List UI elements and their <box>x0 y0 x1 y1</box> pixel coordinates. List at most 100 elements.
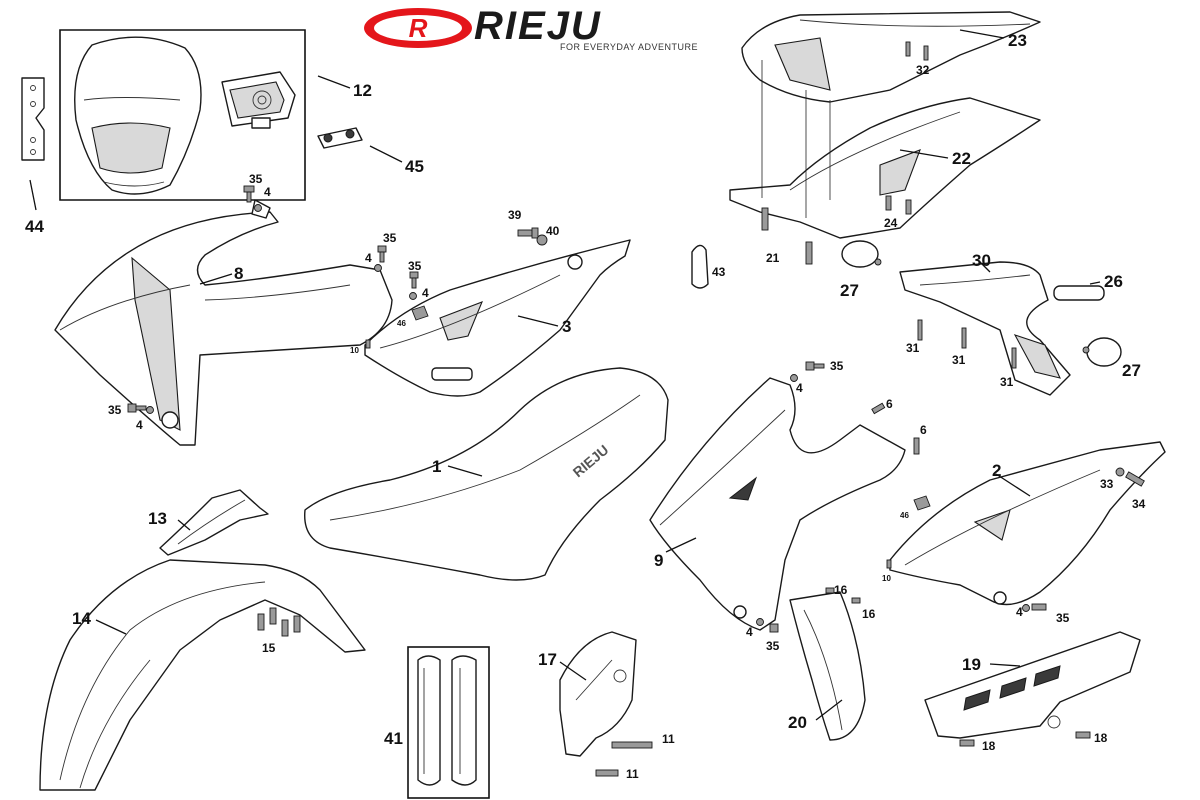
bolt-35-e <box>805 361 825 371</box>
label-4d: 4 <box>422 286 429 300</box>
label-39: 39 <box>508 208 522 222</box>
label-18a: 18 <box>982 739 996 753</box>
part-chain-slider-20 <box>789 591 866 741</box>
screw-31a <box>917 319 923 341</box>
label-46a: 46 <box>397 319 406 328</box>
screw-6b <box>913 437 920 455</box>
part-side-panel-3 <box>364 239 631 397</box>
part-side-panel-2 <box>889 441 1166 606</box>
label-6b: 6 <box>920 423 927 437</box>
label-21: 21 <box>766 251 780 265</box>
label-35f: 35 <box>766 639 780 653</box>
part-side-cover-9 <box>649 377 906 631</box>
screw-24a <box>885 195 892 211</box>
label-31a: 31 <box>906 341 920 355</box>
label-27b: 27 <box>1122 361 1141 380</box>
label-14: 14 <box>72 609 91 628</box>
label-15: 15 <box>262 641 276 655</box>
label-4c: 4 <box>365 251 372 265</box>
bolt-35-a <box>243 185 255 203</box>
headlight-unit <box>221 71 296 129</box>
clip-46-a <box>411 305 429 321</box>
label-13: 13 <box>148 509 167 528</box>
label-35g: 35 <box>1056 611 1070 625</box>
label-17: 17 <box>538 650 557 669</box>
label-10a: 10 <box>350 346 359 355</box>
label-41: 41 <box>384 729 403 748</box>
label-22: 22 <box>952 149 971 168</box>
label-31b: 31 <box>952 353 966 367</box>
label-1: 1 <box>432 457 441 476</box>
label-32: 32 <box>916 63 930 77</box>
bolt-35-b <box>127 403 147 413</box>
label-46b: 46 <box>900 511 909 520</box>
part-bracket-44 <box>21 77 45 161</box>
label-35a: 35 <box>249 172 263 186</box>
label-35e: 35 <box>830 359 844 373</box>
license-light-26 <box>1053 285 1105 301</box>
part-front-fender-14 <box>39 559 366 791</box>
washer-4-b <box>146 406 154 414</box>
label-18b: 18 <box>1094 731 1108 745</box>
label-16a: 16 <box>834 583 848 597</box>
label-4f: 4 <box>746 625 753 639</box>
label-35c: 35 <box>383 231 397 245</box>
bolt-18b <box>1075 731 1091 739</box>
part-chain-guard-19 <box>924 631 1141 739</box>
bolt-35-d <box>409 271 419 289</box>
label-43: 43 <box>712 265 726 279</box>
part-bracket-13 <box>159 489 269 556</box>
screw-6a <box>871 402 886 415</box>
part-sprocket-guard-17 <box>559 631 637 757</box>
screw-31b <box>961 327 967 349</box>
label-26: 26 <box>1104 272 1123 291</box>
bolt-11a <box>611 741 653 749</box>
label-19: 19 <box>962 655 981 674</box>
inset-frame <box>59 29 306 201</box>
label-40: 40 <box>546 224 560 238</box>
fork-guard-frame <box>407 646 490 799</box>
brand-tagline: FOR EVERYDAY ADVENTURE <box>560 42 699 52</box>
clip-46-b <box>913 495 931 511</box>
label-2: 2 <box>992 461 1001 480</box>
label-4a: 4 <box>264 185 271 199</box>
label-3: 3 <box>562 317 571 336</box>
bolt-35-f <box>769 623 779 633</box>
screw-31c <box>1011 347 1017 369</box>
brand-emblem-icon: R <box>364 8 472 48</box>
label-8: 8 <box>234 264 243 283</box>
bolt-11b <box>595 769 619 777</box>
label-4b: 4 <box>136 418 143 432</box>
bolt-39 <box>517 227 539 239</box>
reflector-27-b <box>1082 337 1122 367</box>
part-rear-fender-23 <box>741 11 1041 103</box>
grommet-40 <box>536 234 548 246</box>
label-30: 30 <box>972 251 991 270</box>
part-plate-holder-30 <box>899 261 1071 396</box>
brand-wordmark: RIEJU <box>474 4 602 48</box>
label-24: 24 <box>884 216 898 230</box>
label-4g: 4 <box>1016 605 1023 619</box>
label-35b: 35 <box>108 403 122 417</box>
bolt-21b <box>805 241 813 265</box>
screw-24b <box>905 199 912 215</box>
label-23: 23 <box>1008 31 1027 50</box>
label-9: 9 <box>654 551 663 570</box>
screw-10-b <box>886 559 892 569</box>
bolts-15 <box>257 607 301 637</box>
washer-4-a <box>254 204 262 212</box>
label-6a: 6 <box>886 397 893 411</box>
part-tail-22 <box>729 97 1041 239</box>
label-34: 34 <box>1132 497 1146 511</box>
label-11b: 11 <box>626 767 639 781</box>
label-31c: 31 <box>1000 375 1014 389</box>
bolt-21a <box>761 207 769 231</box>
screw-16a <box>825 587 835 594</box>
label-4e: 4 <box>796 381 803 395</box>
part-fork-guards-41 <box>407 646 490 799</box>
label-27a: 27 <box>840 281 859 300</box>
bolt-34 <box>1125 471 1145 487</box>
label-16b: 16 <box>862 607 876 621</box>
